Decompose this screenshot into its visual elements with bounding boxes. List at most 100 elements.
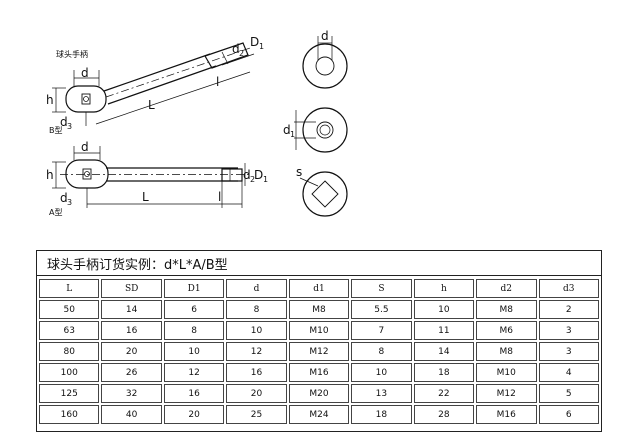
header-cell: d <box>226 279 287 298</box>
table-cell: 5 <box>538 384 599 403</box>
table-cell: M10 <box>288 321 350 340</box>
table-cell: 125 <box>39 384 100 403</box>
type-b-label: B型 <box>49 126 63 135</box>
table-cell: 3 <box>538 342 599 361</box>
table-cell: 16 <box>163 384 225 403</box>
bottom-view-s-label: s <box>296 165 302 179</box>
mid-view-d1-sub: 1 <box>290 130 295 139</box>
table-cell: 22 <box>413 384 475 403</box>
table-cell: 18 <box>351 405 412 424</box>
a-l-label: l <box>218 190 221 204</box>
table-cell: M24 <box>288 405 350 424</box>
table-cell: 12 <box>163 363 225 382</box>
table-cell: 32 <box>101 384 162 403</box>
table-cell: M8 <box>476 342 537 361</box>
b-D1-label: D <box>250 35 259 49</box>
header-cell: d2 <box>476 279 537 298</box>
table-cell: 20 <box>226 384 287 403</box>
table-cell: 11 <box>413 321 475 340</box>
table-cell: M12 <box>476 384 537 403</box>
handle-type-a <box>52 146 250 208</box>
table-cell: 5.5 <box>351 300 412 319</box>
table-cell: M8 <box>476 300 537 319</box>
table-cell: 18 <box>413 363 475 382</box>
table-cell: 12 <box>226 342 287 361</box>
table-cell: 8 <box>163 321 225 340</box>
a-d-label: d <box>81 140 89 154</box>
table-cell: 7 <box>351 321 412 340</box>
a-d2-label: d <box>243 168 251 182</box>
table-cell: 14 <box>101 300 162 319</box>
a-d3-sub: 3 <box>67 198 72 207</box>
table-cell: M10 <box>476 363 537 382</box>
type-a-label: A型 <box>49 208 62 217</box>
table-cell: 100 <box>39 363 100 382</box>
header-cell: d1 <box>288 279 350 298</box>
table-cell: 8 <box>351 342 412 361</box>
header-cell: D1 <box>163 279 225 298</box>
table-cell: 14 <box>413 342 475 361</box>
header-cell: d3 <box>538 279 599 298</box>
table-cell: 2 <box>538 300 599 319</box>
technical-drawing: 球头手柄 B型 A型 d h d 3 L l d 2 D 1 <box>46 29 348 217</box>
b-d3-label: d <box>60 115 68 129</box>
b-h-label: h <box>46 93 54 107</box>
b-d2-label: d <box>232 42 240 56</box>
header-cell: S <box>351 279 412 298</box>
table-header-row: L SD D1 d d1 S h d2 d3 <box>39 279 599 298</box>
end-view-middle <box>294 107 348 153</box>
b-d-label: d <box>81 66 89 80</box>
spec-table-title: 球头手柄订货实例：d*L*A/B型 <box>37 251 601 276</box>
table-cell: M20 <box>288 384 350 403</box>
a-d2-sub: 2 <box>250 175 255 184</box>
table-cell: M16 <box>288 363 350 382</box>
table-cell: 8 <box>226 300 287 319</box>
handle-type-b <box>52 42 255 126</box>
table-cell: M8 <box>288 300 350 319</box>
table-cell: 6 <box>163 300 225 319</box>
b-D1-sub: 1 <box>259 42 264 51</box>
a-L-label: L <box>142 190 149 204</box>
table-cell: 28 <box>413 405 475 424</box>
table-cell: 10 <box>413 300 475 319</box>
table-cell: 10 <box>226 321 287 340</box>
a-D1-sub: 1 <box>263 175 268 184</box>
table-cell: 26 <box>101 363 162 382</box>
header-cell: h <box>413 279 475 298</box>
a-D1-label: D <box>254 168 263 182</box>
header-cell: L <box>39 279 100 298</box>
b-d3-sub: 3 <box>67 122 72 131</box>
b-d2-sub: 2 <box>239 49 244 58</box>
b-l-label: l <box>216 75 219 89</box>
drawing-caption: 球头手柄 <box>56 49 88 59</box>
table-cell: 63 <box>39 321 100 340</box>
a-h-label: h <box>46 168 54 182</box>
table-cell: 16 <box>226 363 287 382</box>
table-cell: 6 <box>538 405 599 424</box>
table-cell: M16 <box>476 405 537 424</box>
table-cell: 40 <box>101 405 162 424</box>
end-view-bottom <box>299 171 348 217</box>
spec-table-panel: 球头手柄订货实例：d*L*A/B型 L SD D1 d d1 S h d2 d3… <box>36 250 602 432</box>
table-cell: 25 <box>226 405 287 424</box>
table-cell: 16 <box>101 321 162 340</box>
end-view-top <box>302 36 348 89</box>
b-L-label: L <box>148 98 155 112</box>
table-cell: 80 <box>39 342 100 361</box>
table-cell: M6 <box>476 321 537 340</box>
table-cell: 20 <box>163 405 225 424</box>
table-cell: 13 <box>351 384 412 403</box>
table-cell: 10 <box>163 342 225 361</box>
mid-view-d1-label: d <box>283 123 291 137</box>
table-cell: 10 <box>351 363 412 382</box>
table-cell: 4 <box>538 363 599 382</box>
table-cell: 50 <box>39 300 100 319</box>
